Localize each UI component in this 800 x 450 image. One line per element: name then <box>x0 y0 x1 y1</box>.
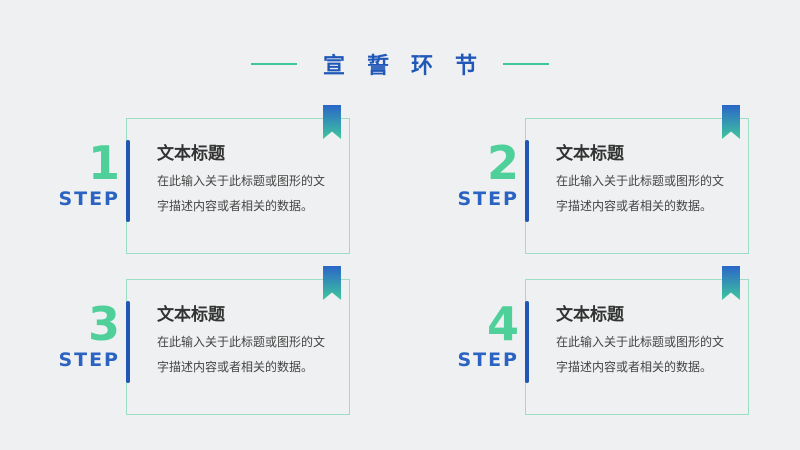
step-card-3: 文本标题 在此输入关于此标题或图形的文字描述内容或者相关的数据。 3 STEP <box>50 266 360 415</box>
section-header: 宣誓环节 <box>0 48 800 80</box>
card-frame: 文本标题 在此输入关于此标题或图形的文字描述内容或者相关的数据。 <box>525 105 749 254</box>
card-frame: 文本标题 在此输入关于此标题或图形的文字描述内容或者相关的数据。 <box>525 266 749 415</box>
step-card-4: 文本标题 在此输入关于此标题或图形的文字描述内容或者相关的数据。 4 STEP <box>449 266 759 415</box>
card-title: 文本标题 <box>157 305 225 325</box>
card-frame: 文本标题 在此输入关于此标题或图形的文字描述内容或者相关的数据。 <box>126 105 350 254</box>
card-title: 文本标题 <box>556 144 624 164</box>
card-description: 在此输入关于此标题或图形的文字描述内容或者相关的数据。 <box>556 174 725 213</box>
card-description: 在此输入关于此标题或图形的文字描述内容或者相关的数据。 <box>157 335 326 374</box>
card-accent-bar <box>126 301 130 383</box>
bookmark-ribbon-icon <box>722 266 740 300</box>
card-frame: 文本标题 在此输入关于此标题或图形的文字描述内容或者相关的数据。 <box>126 266 350 415</box>
step-number: 3 <box>87 297 120 351</box>
card-accent-bar <box>525 301 529 383</box>
step-number: 1 <box>87 136 120 190</box>
step-card-2: 文本标题 在此输入关于此标题或图形的文字描述内容或者相关的数据。 2 STEP <box>449 105 759 254</box>
step-label: STEP <box>457 188 519 210</box>
header-line-left <box>250 63 297 65</box>
card-description: 在此输入关于此标题或图形的文字描述内容或者相关的数据。 <box>157 174 326 213</box>
step-number: 2 <box>486 136 519 190</box>
card-title: 文本标题 <box>556 305 624 325</box>
card-accent-bar <box>126 140 130 222</box>
bookmark-ribbon-icon <box>323 105 341 139</box>
header-line-right <box>503 63 549 65</box>
step-label: STEP <box>58 349 120 371</box>
bookmark-ribbon-icon <box>722 105 740 139</box>
step-label: STEP <box>58 188 120 210</box>
card-accent-bar <box>525 140 529 222</box>
card-title: 文本标题 <box>157 144 225 164</box>
step-number: 4 <box>486 297 519 351</box>
card-description: 在此输入关于此标题或图形的文字描述内容或者相关的数据。 <box>556 335 725 374</box>
bookmark-ribbon-icon <box>323 266 341 300</box>
step-card-1: 文本标题 在此输入关于此标题或图形的文字描述内容或者相关的数据。 1 STEP <box>50 105 360 254</box>
step-label: STEP <box>457 349 519 371</box>
page-title: 宣誓环节 <box>322 54 499 79</box>
